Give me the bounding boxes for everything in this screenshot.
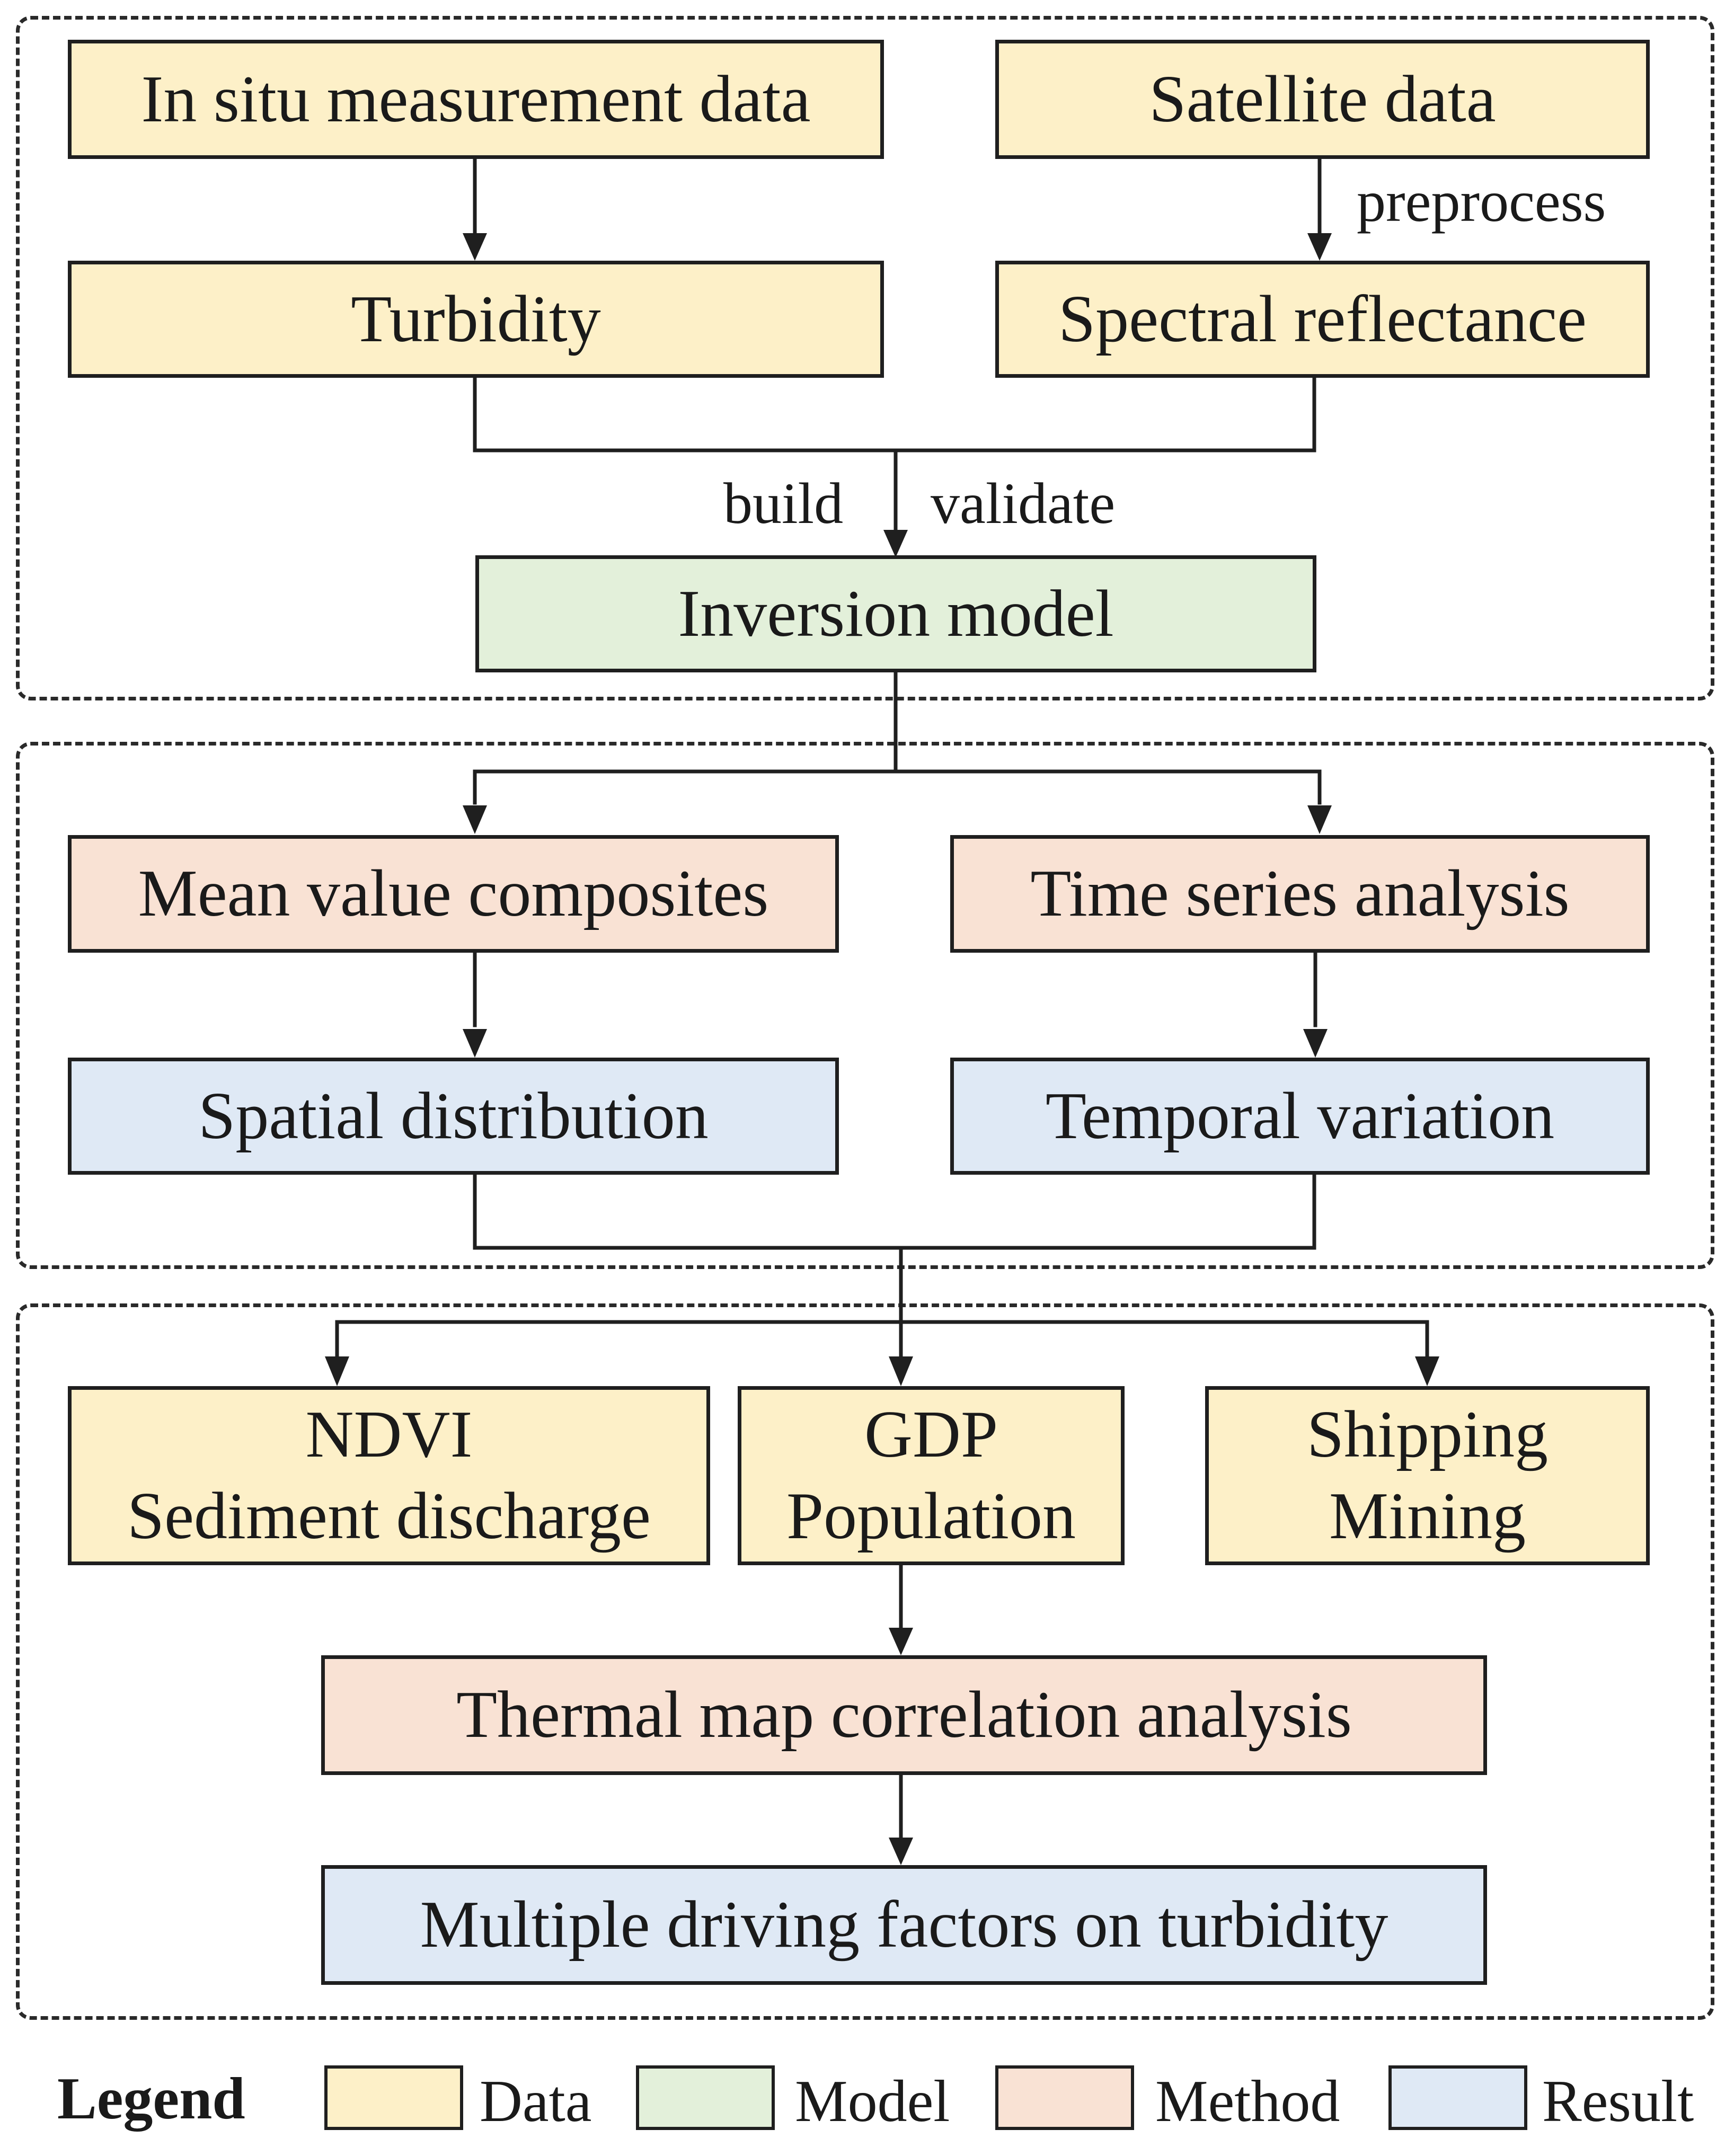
section-analysis: [16, 742, 1714, 1269]
node-inversion-model: Inversion model: [475, 555, 1316, 672]
arrowhead-gdp: [889, 1356, 913, 1386]
arrowhead-temporal: [1303, 1029, 1328, 1058]
node-spectral-reflectance: Spectral reflectance: [995, 261, 1650, 378]
legend-swatch-method: [995, 2065, 1134, 2130]
node-in-situ-measurement-data: In situ measurement data: [68, 40, 884, 159]
edge-merge-results: [473, 1173, 1316, 1250]
node-satellite-data: Satellite data: [995, 40, 1650, 159]
arrowhead-spectral: [1307, 233, 1332, 261]
node-label: Inversion model: [678, 576, 1114, 651]
arrowhead-shipping: [1415, 1356, 1439, 1386]
section-driving-factors: [16, 1303, 1714, 2020]
node-label: Satellite data: [1149, 62, 1496, 136]
node-temporal-variation: Temporal variation: [950, 1058, 1650, 1175]
arrowhead-time-series: [1307, 805, 1332, 834]
node-label-ndvi: NDVI: [305, 1398, 473, 1472]
edge-merge-top: [473, 376, 1316, 453]
node-label-sediment: Sediment discharge: [127, 1479, 651, 1553]
legend-swatch-model: [636, 2065, 775, 2130]
node-label: Mean value composites: [138, 857, 769, 930]
legend-swatch-result: [1388, 2065, 1527, 2130]
legend-label-result: Result: [1542, 2069, 1694, 2134]
node-label-gdp: GDP: [864, 1398, 998, 1472]
node-gdp-population: GDP Population: [738, 1386, 1125, 1565]
node-label: Multiple driving factors on turbidity: [420, 1888, 1388, 1962]
arrowhead-thermal: [889, 1628, 913, 1655]
node-label: Thermal map correlation analysis: [456, 1678, 1352, 1752]
edge-label-build: build: [723, 471, 844, 536]
edge-split-analysis: [473, 769, 1322, 805]
arrowhead-drivers: [889, 1838, 913, 1865]
node-time-series-analysis: Time series analysis: [950, 835, 1650, 953]
node-label: In situ measurement data: [141, 62, 811, 136]
legend-label-method: Method: [1155, 2069, 1340, 2134]
node-label-mining: Mining: [1329, 1479, 1526, 1553]
node-label: Turbidity: [351, 282, 601, 356]
arrowhead-inversion: [883, 530, 908, 557]
legend-swatch-data: [324, 2065, 463, 2130]
edge-split-factors: [335, 1320, 1429, 1357]
node-multiple-driving-factors: Multiple driving factors on turbidity: [321, 1865, 1487, 1985]
edge-label-validate: validate: [931, 471, 1116, 536]
section-data-model: [16, 16, 1714, 700]
node-shipping-mining: Shipping Mining: [1205, 1386, 1650, 1565]
arrowhead-mean: [463, 805, 487, 834]
arrowhead-turbidity: [463, 233, 487, 261]
node-label: Spatial distribution: [198, 1079, 709, 1153]
arrowhead-spatial: [463, 1029, 487, 1058]
node-mean-value-composites: Mean value composites: [68, 835, 839, 953]
node-label: Time series analysis: [1030, 857, 1570, 930]
node-turbidity: Turbidity: [68, 261, 884, 378]
node-label-population: Population: [786, 1479, 1076, 1553]
legend-label-model: Model: [795, 2069, 950, 2134]
arrowhead-ndvi: [325, 1356, 349, 1386]
node-spatial-distribution: Spatial distribution: [68, 1058, 839, 1175]
node-thermal-map-correlation: Thermal map correlation analysis: [321, 1655, 1487, 1775]
node-label: Temporal variation: [1045, 1079, 1555, 1153]
node-label-shipping: Shipping: [1306, 1398, 1549, 1472]
legend-label-data: Data: [480, 2069, 592, 2134]
edge-label-preprocess: preprocess: [1357, 169, 1606, 234]
legend-title: Legend: [57, 2066, 245, 2132]
node-label: Spectral reflectance: [1058, 282, 1587, 356]
node-ndvi-sediment: NDVI Sediment discharge: [68, 1386, 710, 1565]
